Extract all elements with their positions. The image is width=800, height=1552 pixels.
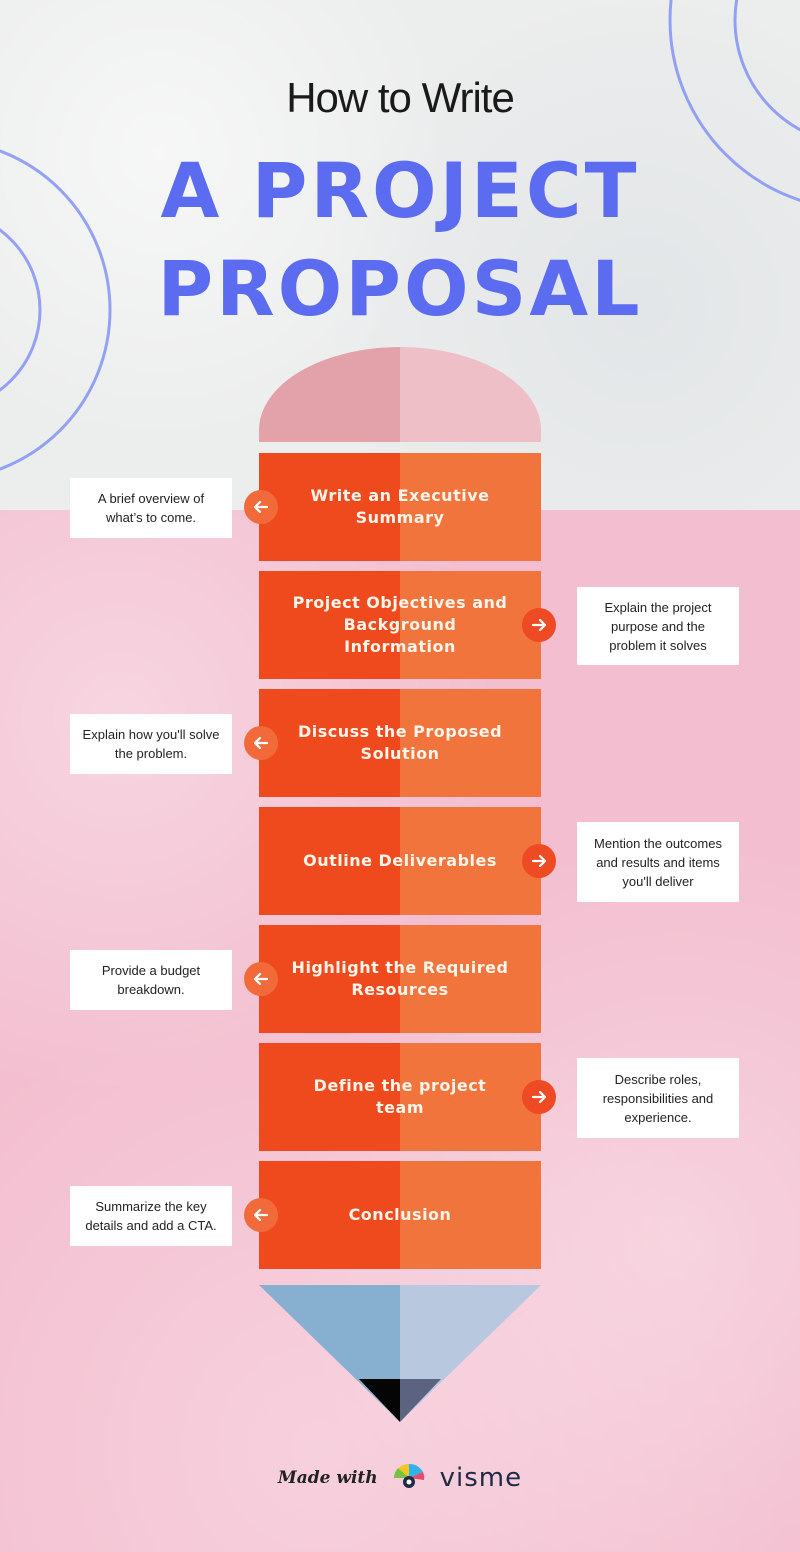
pencil-lead-left (359, 1379, 400, 1422)
brand-name: visme (439, 1463, 523, 1493)
step-label: Write an Executive Summary (310, 486, 490, 527)
step-label: Conclusion (348, 1205, 452, 1224)
title-line-2: A PROJECT (160, 146, 640, 235)
step-label: Discuss the Proposed Solution (297, 722, 503, 763)
step-proposed-solution: Discuss the Proposed Solution (259, 689, 541, 797)
pencil-eraser-left (259, 347, 400, 442)
pencil-tip-right (400, 1285, 541, 1422)
background-top (0, 0, 800, 510)
note-step-5: Provide a budget breakdown. (70, 950, 232, 1010)
arrow-right-icon (522, 844, 556, 878)
arrow-right-icon (522, 1080, 556, 1114)
step-label: Project Objectives and Background Inform… (292, 593, 508, 656)
title-line-1: How to Write (286, 74, 515, 121)
pencil-eraser-right (400, 347, 541, 442)
made-with-text: Made with (277, 1468, 378, 1488)
step-required-resources: Highlight the Required Resources (259, 925, 541, 1033)
visme-logo-icon (390, 1460, 428, 1497)
footer-branding: Made with visme (0, 1458, 800, 1498)
note-step-6: Describe roles, responsibilities and exp… (577, 1058, 739, 1138)
note-step-3: Explain how you'll solve the problem. (70, 714, 232, 774)
step-executive-summary: Write an Executive Summary (259, 453, 541, 561)
arrow-left-icon (244, 962, 278, 996)
note-step-1: A brief overview of what’s to come. (70, 478, 232, 538)
pencil-lead-right (400, 1379, 441, 1422)
step-label: Outline Deliverables (303, 851, 497, 870)
decorative-arcs (0, 0, 800, 471)
step-project-objectives: Project Objectives and Background Inform… (259, 571, 541, 679)
background-bottom (0, 510, 800, 1552)
step-label: Define the project team (313, 1076, 487, 1117)
note-step-4: Mention the outcomes and results and ite… (577, 822, 739, 902)
arrow-right-icon (522, 608, 556, 642)
step-outline-deliverables: Outline Deliverables (259, 807, 541, 915)
step-conclusion: Conclusion (259, 1161, 541, 1269)
step-label: Highlight the Required Resources (291, 958, 509, 999)
arrow-left-icon (244, 726, 278, 760)
title-line-3: PROPOSAL (157, 244, 643, 333)
note-step-7: Summarize the key details and add a CTA. (70, 1186, 232, 1246)
note-step-2: Explain the project purpose and the prob… (577, 587, 739, 665)
pencil-tip-left (259, 1285, 400, 1422)
arrow-left-icon (244, 1198, 278, 1232)
step-project-team: Define the project team (259, 1043, 541, 1151)
arrow-left-icon (244, 490, 278, 524)
